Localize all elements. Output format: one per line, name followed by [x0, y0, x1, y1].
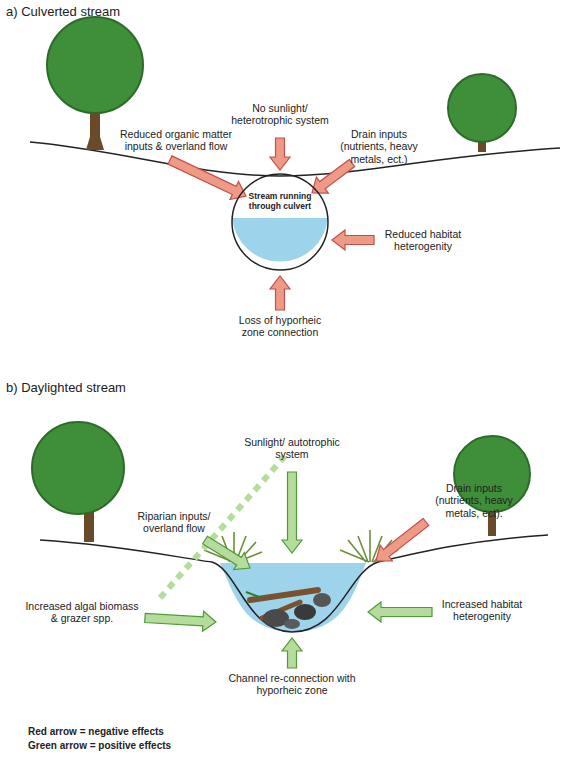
effect-arrow [270, 138, 290, 170]
effect-label: Increased algal biomass & grazer spp. [22, 600, 142, 625]
tree-canopy [47, 17, 143, 113]
node-text: Stream running through culvert [248, 192, 312, 212]
panel-heading: a) Culverted stream [6, 4, 226, 19]
effect-label: Drain inputs (nutrients, heavy metals, e… [424, 482, 524, 519]
effect-arrow [270, 276, 290, 310]
effect-label: Loss of hyporheic zone connection [228, 314, 332, 339]
culvert-outline [230, 172, 330, 272]
effect-arrow [282, 638, 302, 668]
effect-label: Channel re-connection with hyporheic zon… [228, 672, 356, 697]
rocks-and-logs [246, 590, 331, 629]
panel-heading: b) Daylighted stream [6, 380, 226, 395]
effect-arrow [203, 536, 250, 569]
effect-label: Sunlight/ autotrophic system [238, 436, 346, 461]
tree-trunk [86, 120, 104, 150]
effect-arrow [145, 611, 216, 631]
effect-arrow [376, 519, 429, 562]
effect-label: Riparian inputs/ overland flow [122, 510, 226, 535]
effect-arrow [168, 156, 246, 200]
effect-arrows [145, 138, 432, 668]
effect-arrow [312, 159, 355, 193]
effect-label: Increased habitat heterogenity [434, 598, 530, 623]
effect-label: No sunlight/ heterotrophic system [228, 102, 332, 127]
legend-entry: Green arrow = positive effects [28, 740, 171, 751]
effect-label: Reduced organic matter inputs & overland… [108, 128, 244, 153]
tree-canopy [32, 422, 124, 514]
effect-label: Reduced habitat heterogenity [378, 228, 468, 253]
effect-arrow [332, 230, 374, 250]
tree-canopy [448, 74, 516, 142]
effect-label: Drain inputs (nutrients, heavy metals, e… [330, 128, 428, 165]
effect-arrow [368, 602, 432, 622]
effect-arrow [282, 472, 302, 553]
culvert-circle: Stream running through culvert [230, 172, 330, 272]
legend-entry: Red arrow = negative effects [28, 726, 164, 737]
